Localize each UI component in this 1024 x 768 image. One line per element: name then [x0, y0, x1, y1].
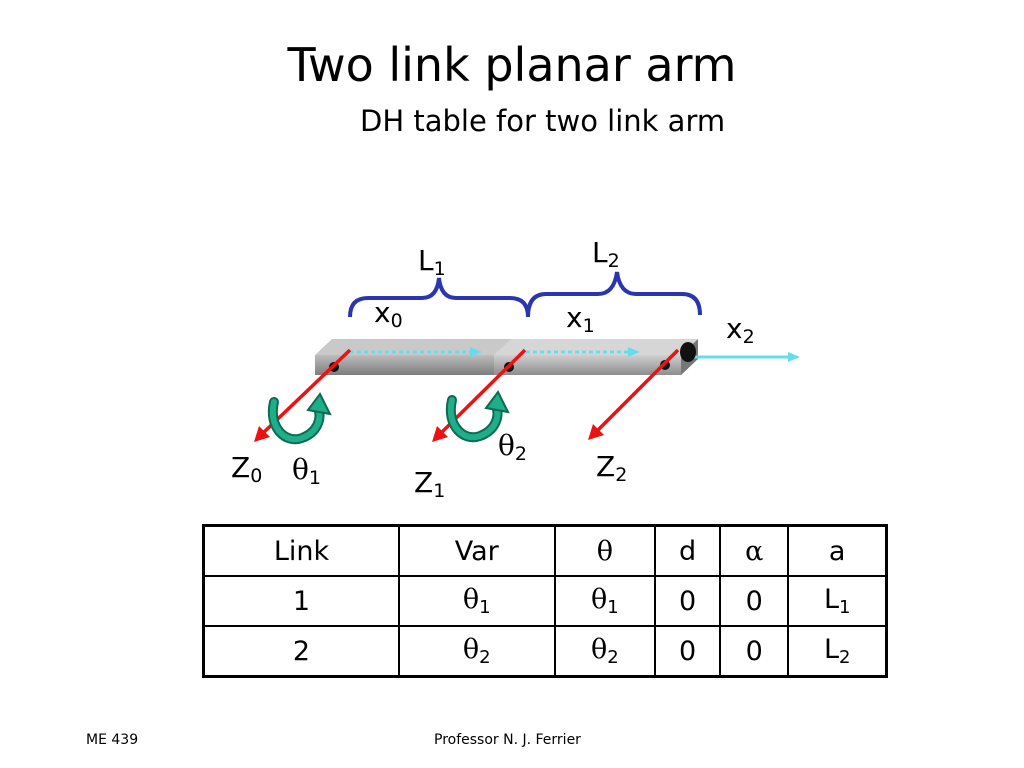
- table-row: 2 θ2 θ2 0 0 L2: [202, 625, 888, 678]
- header-a: a: [787, 524, 888, 577]
- header-var: Var: [397, 524, 556, 577]
- header-theta: θ: [553, 524, 657, 577]
- z0-axis-arrow: [254, 348, 352, 442]
- x0-axis-label: x0: [374, 296, 403, 332]
- x1-axis-label: x1: [566, 301, 595, 337]
- cell-d: 0: [654, 625, 721, 678]
- link2-length-label: L2: [592, 236, 620, 272]
- x1-axis-arrow: [526, 347, 640, 357]
- link1-body: [315, 339, 518, 375]
- theta1-label: θ1: [292, 453, 321, 489]
- cell-alpha: 0: [718, 625, 790, 678]
- link2-brace: [526, 271, 702, 318]
- cell-link: 1: [202, 575, 400, 627]
- link1-length-label: L1: [418, 244, 446, 280]
- table-header-row: Link Var θ d α a: [202, 524, 888, 577]
- end-effector-cap: [680, 342, 696, 362]
- x0-axis-arrow: [350, 347, 482, 357]
- z2-axis-arrow: [588, 348, 680, 440]
- z2-axis-label: Z2: [596, 450, 628, 486]
- link2-body: [494, 339, 698, 375]
- cell-var: θ1: [397, 575, 556, 627]
- cell-theta: θ2: [553, 625, 657, 678]
- theta1-rotation-arrow: [267, 392, 332, 445]
- header-link: Link: [202, 524, 400, 577]
- cell-d: 0: [654, 575, 721, 627]
- cell-a: L2: [787, 625, 888, 678]
- cell-a: L1: [787, 575, 888, 627]
- header-d: d: [654, 524, 721, 577]
- slide-subtitle: DH table for two link arm: [360, 104, 726, 138]
- header-alpha: α: [718, 524, 790, 577]
- z1-axis-label: Z1: [414, 466, 446, 502]
- footer-author: Professor N. J. Ferrier: [434, 732, 581, 748]
- cell-var: θ2: [397, 625, 556, 678]
- cell-theta: θ1: [553, 575, 657, 627]
- link1-brace: [348, 277, 530, 318]
- x2-axis-arrow: [690, 352, 800, 362]
- slide-title: Two link planar arm: [287, 38, 737, 92]
- z0-axis-label: Z0: [231, 451, 263, 487]
- footer-course: ME 439: [86, 732, 139, 748]
- x2-axis-label: x2: [726, 312, 755, 348]
- table-row: 1 θ1 θ1 0 0 L1: [202, 575, 888, 627]
- cell-alpha: 0: [718, 575, 790, 627]
- theta2-label: θ2: [498, 429, 527, 465]
- theta2-rotation-arrow: [445, 390, 510, 443]
- cell-link: 2: [202, 625, 400, 678]
- dh-parameter-table: Link Var θ d α a 1 θ1 θ1 0 0 L1 2 θ2 θ2 …: [202, 524, 888, 678]
